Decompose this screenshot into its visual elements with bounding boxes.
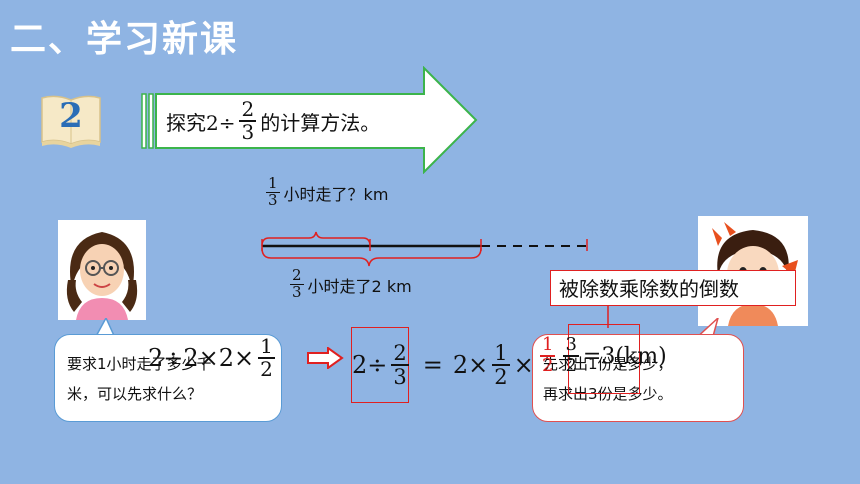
diagram-top-label: 1 3 小时走了？km (262, 174, 389, 210)
reciprocal-highlight-box (568, 324, 640, 394)
fraction-numerator: 2 (393, 341, 407, 366)
bottom-label-fraction: 2 3 (290, 266, 304, 302)
student-answer-line2: 再求出3份是多少。 (543, 385, 673, 403)
banner-prefix: 探究2÷ (166, 110, 236, 135)
teacher-question-line1: 要求1小时走了多少千 (67, 355, 212, 373)
fraction-denominator: 3 (268, 191, 278, 210)
fraction-bar (492, 364, 510, 366)
lhs-fraction: 2 3 (391, 341, 409, 389)
note-connector-line (607, 304, 609, 328)
fraction-numerator: 2 (292, 266, 302, 284)
fraction-numerator: 1 (260, 334, 273, 359)
overlay-box-fraction: 3 2 (563, 334, 579, 376)
fraction-numerator: 1 (542, 334, 554, 356)
fraction-denominator: 2 (542, 354, 554, 376)
main-equation: 2÷ 2 3 = 2× 1 2 ×3 (352, 328, 549, 402)
fraction-numerator: 2 (241, 97, 255, 122)
double-arrow-right-icon (307, 347, 344, 369)
example-number: 2 (59, 96, 83, 136)
banner-text: 探究2÷ 2 3 的计算方法。 (166, 94, 380, 148)
student-speech-bubble: 先求出1份是多少， 再求出3份是多少。 (532, 334, 744, 422)
banner-fraction: 2 3 (239, 97, 257, 144)
overlay-fraction: 1 2 (258, 336, 275, 380)
fraction-bar (239, 120, 257, 122)
fraction-bar (258, 357, 275, 359)
banner-arrow (141, 66, 478, 174)
overlay-red-fraction: 1 2 (540, 334, 556, 376)
diagram-bottom-label: 2 3 小时走了2 km (286, 266, 412, 302)
banner-suffix: 的计算方法。 (260, 110, 381, 135)
fraction-bar (563, 355, 579, 357)
fraction-denominator: 2 (565, 354, 577, 376)
bottom-label-text: 小时走了2 km (307, 276, 412, 296)
fraction-bar (391, 364, 409, 366)
overlay-expression-text: 2÷2×2× (148, 344, 255, 372)
bottom-brace (261, 247, 482, 267)
overlay-expression: 2÷2×2× 1 2 (148, 336, 279, 380)
fraction-bar (540, 355, 556, 357)
fraction-denominator: 3 (241, 119, 255, 144)
student-answer-line1: 先求出1份是多少， (543, 355, 673, 373)
reciprocal-note: 被除数乘除数的倒数 (550, 270, 796, 306)
rhs-fraction: 1 2 (492, 341, 510, 389)
overlay-result-text: =3(km) (582, 343, 667, 369)
fraction-numerator: 1 (494, 341, 508, 366)
rhs-prefix: 2× (452, 351, 489, 379)
equals-sign: = (422, 351, 443, 379)
teacher-avatar (58, 220, 146, 320)
teacher-speech-bubble: 要求1小时走了多少千 米，可以先求什么？ (54, 334, 282, 422)
teacher-question-line2: 米，可以先求什么？ (67, 385, 203, 403)
fraction-denominator: 3 (292, 283, 302, 302)
lhs-integer: 2÷ (352, 351, 388, 379)
fraction-bar (266, 191, 280, 194)
fraction-numerator: 1 (268, 174, 278, 192)
distance-line-diagram (261, 231, 588, 267)
overlay-result: 1 2 3 2 =3(km) (536, 326, 667, 386)
fraction-denominator: 3 (393, 364, 407, 389)
section-title: 二、学习新课 (10, 19, 239, 60)
top-brace (261, 231, 371, 247)
fraction-denominator: 2 (494, 364, 508, 389)
fraction-bar (290, 283, 304, 286)
fraction-numerator: 3 (565, 334, 577, 356)
top-label-text: 小时走了？km (283, 184, 389, 204)
fraction-denominator: 2 (260, 356, 273, 381)
open-book-icon (41, 95, 101, 148)
top-label-fraction: 1 3 (266, 174, 280, 210)
